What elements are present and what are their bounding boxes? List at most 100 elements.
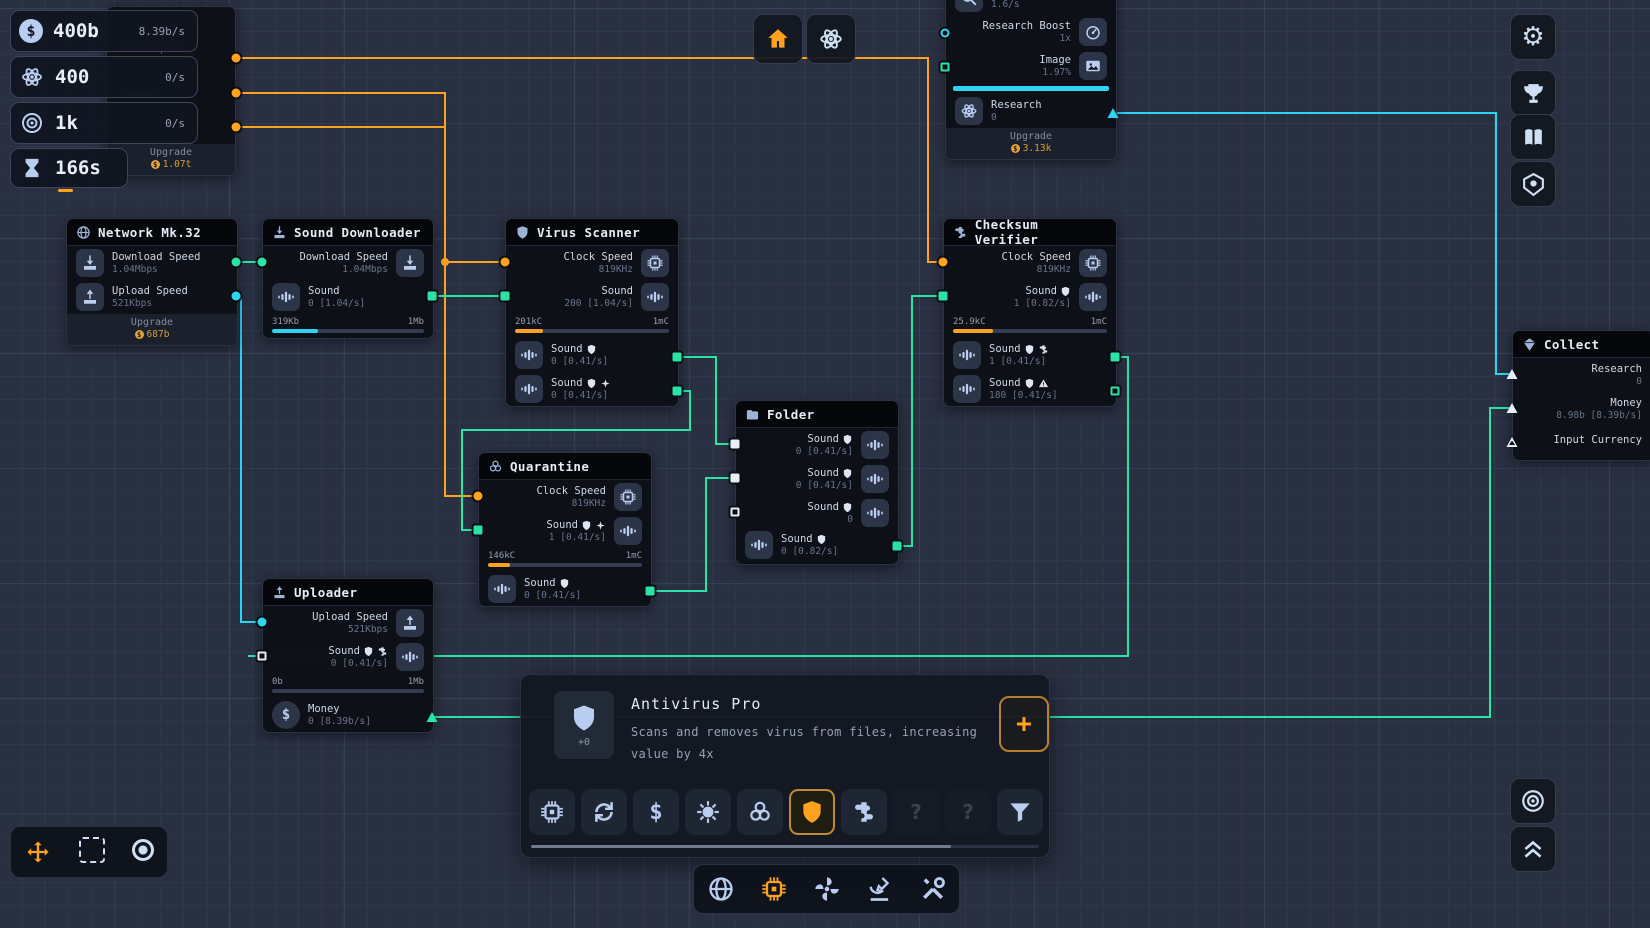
wire-virus-folder xyxy=(677,356,735,445)
sound-icon xyxy=(953,341,981,369)
palette-sync[interactable] xyxy=(581,789,627,835)
palette-filter[interactable] xyxy=(997,789,1043,835)
collapse-button[interactable] xyxy=(1510,826,1556,872)
capacity-bar xyxy=(272,689,424,693)
palette-biohazard[interactable] xyxy=(737,789,783,835)
virus-scanner-header[interactable]: Virus Scanner xyxy=(506,219,678,246)
checksum-sound-in-port[interactable] xyxy=(938,291,948,301)
checksum-header[interactable]: Checksum Verifier xyxy=(944,217,1116,247)
dock-cooling-tab[interactable] xyxy=(813,875,841,903)
cpu-clock-out-port-3[interactable] xyxy=(231,122,241,132)
sounddl-speed-in-port[interactable] xyxy=(257,257,267,267)
virus-sound-out1-port[interactable] xyxy=(672,352,682,362)
wire-quarantine-folder xyxy=(650,477,735,592)
cpu-clock-out-port-2[interactable] xyxy=(231,88,241,98)
timer-progress xyxy=(58,189,73,192)
settings-button[interactable]: ⚙ xyxy=(1510,14,1556,60)
box-select-tool[interactable] xyxy=(78,837,105,867)
money-value: 400b xyxy=(53,20,99,42)
home-button[interactable] xyxy=(753,14,803,64)
network-upload-out-port[interactable] xyxy=(231,291,241,301)
virus-clock-in-port[interactable] xyxy=(500,257,510,267)
input-currency-row: Input Currency xyxy=(1553,434,1642,447)
cpu-upgrade-button[interactable]: Upgrade $1.07t xyxy=(107,144,235,175)
research-tree-button[interactable] xyxy=(806,14,856,64)
network-header[interactable]: Network Mk.32 xyxy=(67,219,237,246)
quarantine-header[interactable]: Quarantine xyxy=(479,453,651,480)
checksum-out2-port[interactable] xyxy=(1110,386,1120,396)
virus-sound-in-port[interactable] xyxy=(500,291,510,301)
dock-tools-tab[interactable] xyxy=(919,875,947,903)
palette-scrollbar[interactable] xyxy=(531,845,1039,848)
sound-downloader-header[interactable]: Sound Downloader xyxy=(263,219,433,246)
research-out-port[interactable] xyxy=(1107,108,1119,118)
build-description-line1: Scans and removes virus from files, incr… xyxy=(631,725,978,739)
encyclopedia-button[interactable] xyxy=(1510,114,1556,160)
virus-sound-out2-port[interactable] xyxy=(672,386,682,396)
atom-icon xyxy=(818,26,844,52)
palette-virus[interactable] xyxy=(685,789,731,835)
research-boost-in-port[interactable] xyxy=(940,28,950,38)
owned-count: +0 xyxy=(577,736,591,748)
dock-research-tab[interactable] xyxy=(866,875,894,903)
wire-junction-dot xyxy=(441,258,449,266)
emblems-button[interactable] xyxy=(1510,161,1556,207)
research-upgrade-button[interactable]: Upgrade $3.13k xyxy=(946,128,1116,159)
target-icon xyxy=(1520,788,1546,814)
collect-research-in-port[interactable] xyxy=(1506,369,1518,379)
uploader-money-out-port[interactable] xyxy=(426,712,438,722)
cpu-clock-out-port-1[interactable] xyxy=(231,53,241,63)
folder-out-port[interactable] xyxy=(892,541,902,551)
add-node-button[interactable]: + xyxy=(999,696,1049,752)
achievements-button[interactable] xyxy=(1510,70,1556,116)
uploader-speed-in-port[interactable] xyxy=(257,617,267,627)
palette-shield-selected[interactable] xyxy=(789,789,835,835)
sound-icon xyxy=(745,531,773,559)
collect-header[interactable]: Collect xyxy=(1513,331,1650,358)
network-upgrade-button[interactable]: Upgrade $687b xyxy=(67,314,237,345)
move-tool-selected[interactable] xyxy=(24,838,52,866)
collect-money-in-port[interactable] xyxy=(1506,403,1518,413)
center-view-button[interactable] xyxy=(1510,778,1556,824)
research-image-in-port[interactable] xyxy=(940,62,950,72)
checksum-clock-in-port[interactable] xyxy=(938,257,948,267)
folder-in2-port[interactable] xyxy=(730,473,740,483)
dock-hardware-tab-selected[interactable] xyxy=(760,875,788,903)
collect-currency-in-port[interactable] xyxy=(1506,437,1518,447)
folder-header[interactable]: Folder xyxy=(736,401,898,428)
uploader-header[interactable]: Uploader xyxy=(263,579,433,606)
dock-network-tab[interactable] xyxy=(707,875,735,903)
spark-badge-icon xyxy=(600,378,611,389)
palette-chip[interactable] xyxy=(529,789,575,835)
quarantine-sound-in-port[interactable] xyxy=(473,525,483,535)
sound-icon xyxy=(953,375,981,403)
folder-in3-port[interactable] xyxy=(730,507,740,517)
network-download-out-port[interactable] xyxy=(231,257,241,267)
palette-puzzle[interactable] xyxy=(841,789,887,835)
money-rate: 8.39b/s xyxy=(138,24,185,38)
folder-in1-port[interactable] xyxy=(730,439,740,449)
quarantine-clock-in-port[interactable] xyxy=(473,491,483,501)
uploader-sound-in-port[interactable] xyxy=(257,651,267,661)
money-icon: $ xyxy=(19,19,43,43)
chip-icon xyxy=(1079,249,1107,277)
research-progress-bar xyxy=(953,86,1109,91)
focus-tool[interactable] xyxy=(131,839,154,865)
checksum-out1-port[interactable] xyxy=(1110,352,1120,362)
palette-money[interactable]: $ xyxy=(633,789,679,835)
quarantine-sound-out-port[interactable] xyxy=(645,586,655,596)
sounddl-sound-out-port[interactable] xyxy=(427,291,437,301)
